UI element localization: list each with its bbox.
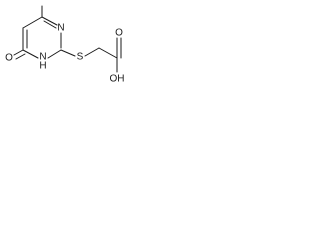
bond-c2-n1 (47, 49, 62, 59)
bond-c4-n3 (41, 16, 58, 26)
atom-n-nh: N (39, 52, 46, 63)
bond-c2-s (60, 49, 76, 57)
atom-s: S (77, 52, 84, 63)
bond-n1-c6 (22, 49, 39, 59)
bond-c4-n3-double (43, 20, 57, 29)
atom-n-ring-top: N (57, 23, 64, 34)
bond-c4-c5 (22, 16, 43, 29)
chemical-structure-diagram: N H N S O O OH (5, 5, 125, 85)
atom-h-nh: H (39, 61, 46, 72)
bond-c6-o-double (15, 53, 26, 60)
atom-oh: OH (110, 74, 125, 85)
atom-o-acid: O (115, 28, 123, 39)
bond-ch2-cooh (98, 47, 118, 59)
bond-s-ch2 (84, 47, 100, 57)
bond-c6-o (13, 49, 24, 56)
atom-o-ring: O (5, 53, 13, 64)
